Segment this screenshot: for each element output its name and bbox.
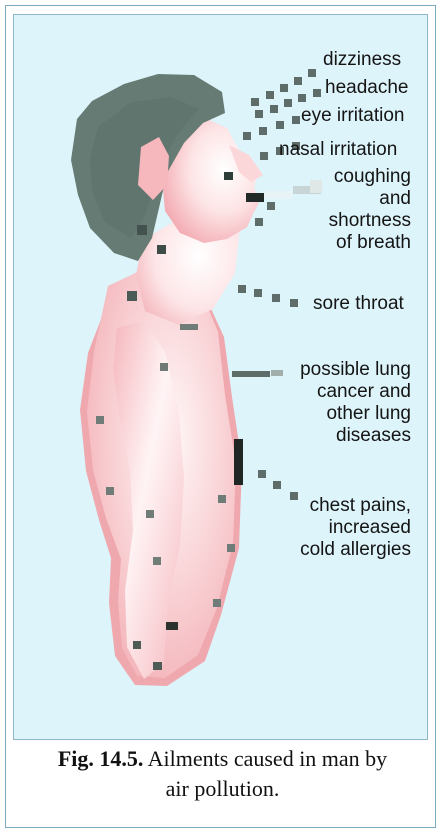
pointer-sore-throat <box>254 289 262 297</box>
label-coughing-shortness-breath: coughing and shortness of breath <box>319 166 411 254</box>
figure-frame: dizziness headache eye irritation nasal … <box>5 5 436 828</box>
illustration-panel: dizziness headache eye irritation nasal … <box>13 14 428 740</box>
figure-number: Fig. 14.5. <box>58 746 144 771</box>
pointer-sore-throat <box>290 299 298 307</box>
label-sore-throat: sore throat <box>313 293 425 315</box>
pixel-edge <box>133 641 141 649</box>
pixel-edge <box>180 324 198 330</box>
pointer-eye-irritation <box>259 127 267 135</box>
pointer-headache <box>298 94 306 102</box>
pixel-edge <box>227 544 235 552</box>
pointer-lung <box>232 371 270 377</box>
pixel-edge <box>157 245 166 254</box>
pointer-coughing <box>255 218 263 226</box>
pixel-edge <box>234 439 243 485</box>
pointer-chest <box>258 470 266 478</box>
pixel-edge <box>153 662 162 670</box>
caption-line-1: Fig. 14.5. Ailments caused in man by <box>20 744 425 774</box>
pointer-coughing <box>267 202 275 210</box>
pixel-edge <box>153 557 161 565</box>
pointer-sore-throat <box>272 294 280 302</box>
pointer-nasal-irritation <box>260 152 268 160</box>
label-eye-irritation: eye irritation <box>301 105 425 127</box>
figure-caption: Fig. 14.5. Ailments caused in man by air… <box>20 744 425 804</box>
mouth-mark <box>246 193 264 202</box>
pixel-edge <box>146 510 154 518</box>
label-lung-diseases: possible lung cancer and other lung dise… <box>282 359 411 447</box>
pixel-edge <box>213 599 221 607</box>
pointer-headache <box>270 105 278 113</box>
pixel-edge <box>166 622 178 630</box>
pointer-dizziness <box>251 98 259 106</box>
label-nasal-irritation: nasal irritation <box>279 139 425 161</box>
pointer-eye-irritation <box>292 116 300 124</box>
pixel-edge <box>127 291 137 301</box>
label-headache: headache <box>325 77 420 99</box>
pointer-eye-irritation <box>276 121 284 129</box>
pointer-eye-irritation <box>243 132 251 140</box>
pixel-edge <box>137 225 147 235</box>
eye-mark <box>224 172 233 180</box>
pointer-headache <box>284 99 292 107</box>
pointer-headache <box>313 89 321 97</box>
pixel-edge <box>160 363 168 371</box>
pointer-sore-throat <box>238 285 246 293</box>
smoke-mark <box>264 191 292 199</box>
pointer-dizziness <box>266 91 274 99</box>
label-dizziness: dizziness <box>323 49 418 71</box>
pointer-dizziness <box>280 84 288 92</box>
pixel-edge <box>96 416 104 424</box>
pointer-dizziness <box>308 69 316 77</box>
label-chest-pains-allergies: chest pains, increased cold allergies <box>280 495 411 561</box>
pointer-headache <box>255 110 263 118</box>
pointer-chest <box>273 481 281 489</box>
caption-text-1: Ailments caused in man by <box>148 746 388 771</box>
pointer-dizziness <box>294 77 302 85</box>
pixel-edge <box>218 495 226 503</box>
caption-line-2: air pollution. <box>20 774 425 804</box>
pixel-edge <box>106 487 114 495</box>
